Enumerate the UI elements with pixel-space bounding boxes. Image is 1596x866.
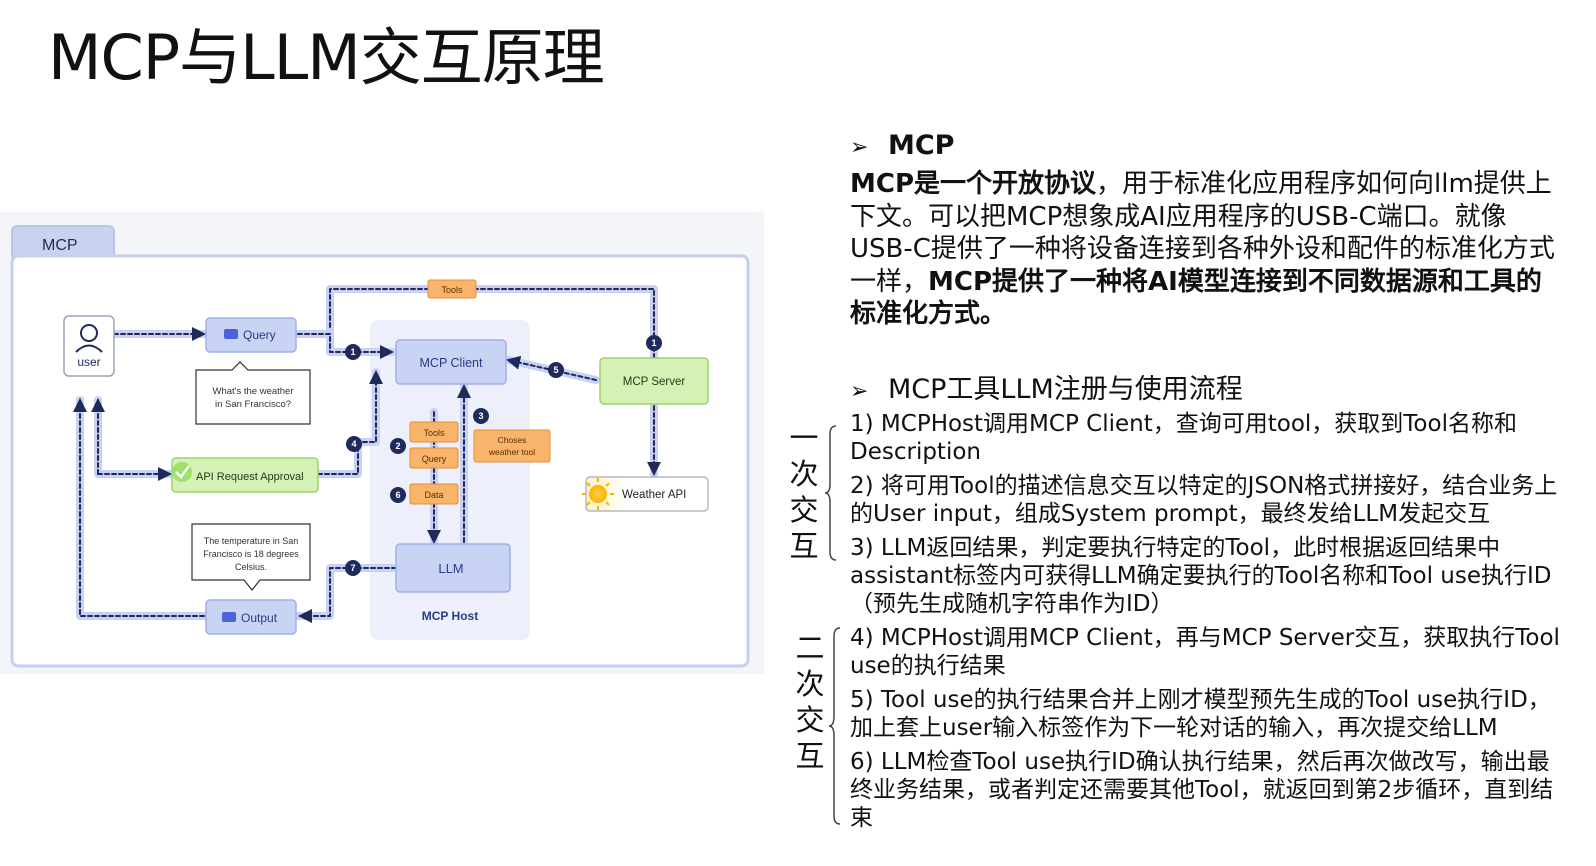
step-marker-1a: 1: [345, 344, 361, 360]
svg-text:Francisco is 18 degrees: Francisco is 18 degrees: [203, 549, 299, 559]
tools-top-tag: Tools: [427, 279, 477, 299]
step-marker-6: 6: [390, 487, 406, 503]
flow-step-5: 5) Tool use的执行结果合并上刚才模型预先生成的Tool use执行ID…: [850, 687, 1551, 741]
query-bubble: What's the weather in San Francisco?: [195, 361, 311, 425]
api-request-approval-node: API Request Approval: [171, 457, 319, 493]
llm-label: LLM: [438, 561, 463, 576]
mcp-server-label: MCP Server: [623, 376, 686, 388]
section2-heading: ➢MCP工具LLM注册与使用流程: [850, 372, 1243, 410]
flow-step-1: 1) MCPHost调用MCP Client，查询可用tool，获取到Tool名…: [850, 411, 1517, 465]
flow-step-3: 3) LLM返回结果，判定要执行特定的Tool，此时根据返回结果中assista…: [850, 535, 1552, 617]
step-marker-3: 3: [473, 408, 489, 424]
chat-icon: [224, 329, 238, 339]
output-node: Output: [205, 599, 297, 635]
mcp-client-label: MCP Client: [420, 356, 484, 370]
section1-heading: ➢MCP: [850, 128, 954, 166]
flow-step-2: 2) 将可用Tool的描述信息交互以特定的JSON格式拼接好，结合业务上的Use…: [850, 473, 1558, 527]
user-label: user: [77, 355, 100, 369]
mcp-server-node: MCP Server: [599, 357, 709, 405]
mcp-host-label: MCP Host: [422, 609, 478, 623]
flow-step-6: 6) LLM检查Tool use执行ID确认执行结果，然后再次做改写，输出最终业…: [850, 749, 1554, 831]
svg-text:2: 2: [395, 441, 400, 451]
temperature-bubble: The temperature in San Francisco is 18 d…: [191, 523, 311, 591]
mcp-client-node: MCP Client: [395, 339, 507, 385]
mcp-tab: [11, 225, 115, 257]
query-node: Query: [205, 317, 297, 353]
flow-step-4: 4) MCPHost调用MCP Client，再与MCP Server交互，获取…: [850, 625, 1560, 679]
step-markers: 1 1 2 3 4 5 6 7: [345, 335, 662, 576]
svg-text:3: 3: [478, 411, 483, 421]
svg-text:The temperature in San: The temperature in San: [204, 536, 299, 546]
output-label: Output: [241, 611, 278, 625]
svg-text:7: 7: [350, 563, 355, 573]
mcp-tab-label: MCP: [42, 237, 78, 254]
svg-text:Tools: Tools: [423, 428, 445, 438]
first-interaction-brace: [824, 425, 837, 561]
weather-api-label: Weather API: [622, 489, 686, 501]
svg-text:What's the weather: What's the weather: [212, 386, 293, 397]
tools-inner-tag: Tools: [409, 421, 459, 443]
data-inner-tag: Data: [409, 483, 459, 505]
svg-text:6: 6: [395, 490, 400, 500]
mcp-description: MCP是一个开放协议，用于标准化应用程序如何向llm提供上下文。可以把MCP想象…: [850, 169, 1555, 329]
query-label: Query: [243, 328, 276, 342]
second-interaction-brace: [828, 627, 841, 825]
svg-text:Celsius.: Celsius.: [235, 562, 267, 572]
step-marker-4: 4: [346, 436, 362, 452]
step-marker-5: 5: [548, 362, 564, 378]
svg-text:in San Francisco?: in San Francisco?: [215, 399, 291, 410]
sun-icon: [589, 485, 607, 503]
chat-icon: [222, 612, 236, 622]
second-interaction-label: 二 次 交 互: [795, 631, 825, 773]
user-icon: [80, 324, 98, 342]
step-marker-1b: 1: [646, 335, 662, 351]
svg-text:1: 1: [651, 338, 656, 348]
choose-weather-tool-tag: Choses weather tool: [473, 429, 551, 463]
weather-api-node: Weather API: [582, 476, 709, 512]
svg-text:Query: Query: [422, 454, 447, 464]
check-icon: [172, 462, 192, 482]
arrow-bullet-icon: ➢: [850, 379, 869, 404]
step-marker-7: 7: [345, 560, 361, 576]
llm-node: LLM: [395, 543, 511, 593]
page-title: MCP与LLM交互原理: [48, 21, 605, 94]
step-marker-2: 2: [390, 438, 406, 454]
svg-text:1: 1: [350, 347, 355, 357]
api-approval-label: API Request Approval: [196, 471, 304, 483]
flow-steps-list: 1) MCPHost调用MCP Client，查询可用tool，获取到Tool名…: [850, 410, 1560, 838]
query-inner-tag: Query: [409, 447, 459, 469]
svg-text:weather tool: weather tool: [488, 447, 535, 457]
svg-text:Choses: Choses: [498, 435, 527, 445]
svg-text:5: 5: [553, 365, 558, 375]
svg-text:Data: Data: [424, 490, 443, 500]
first-interaction-label: 一 次 交 互: [789, 421, 819, 563]
svg-text:Tools: Tools: [441, 285, 463, 295]
arrow-bullet-icon: ➢: [850, 135, 869, 160]
user-node: user: [63, 315, 115, 377]
mcp-architecture-diagram: MCP MCP Host: [0, 212, 764, 674]
svg-text:4: 4: [351, 439, 356, 449]
